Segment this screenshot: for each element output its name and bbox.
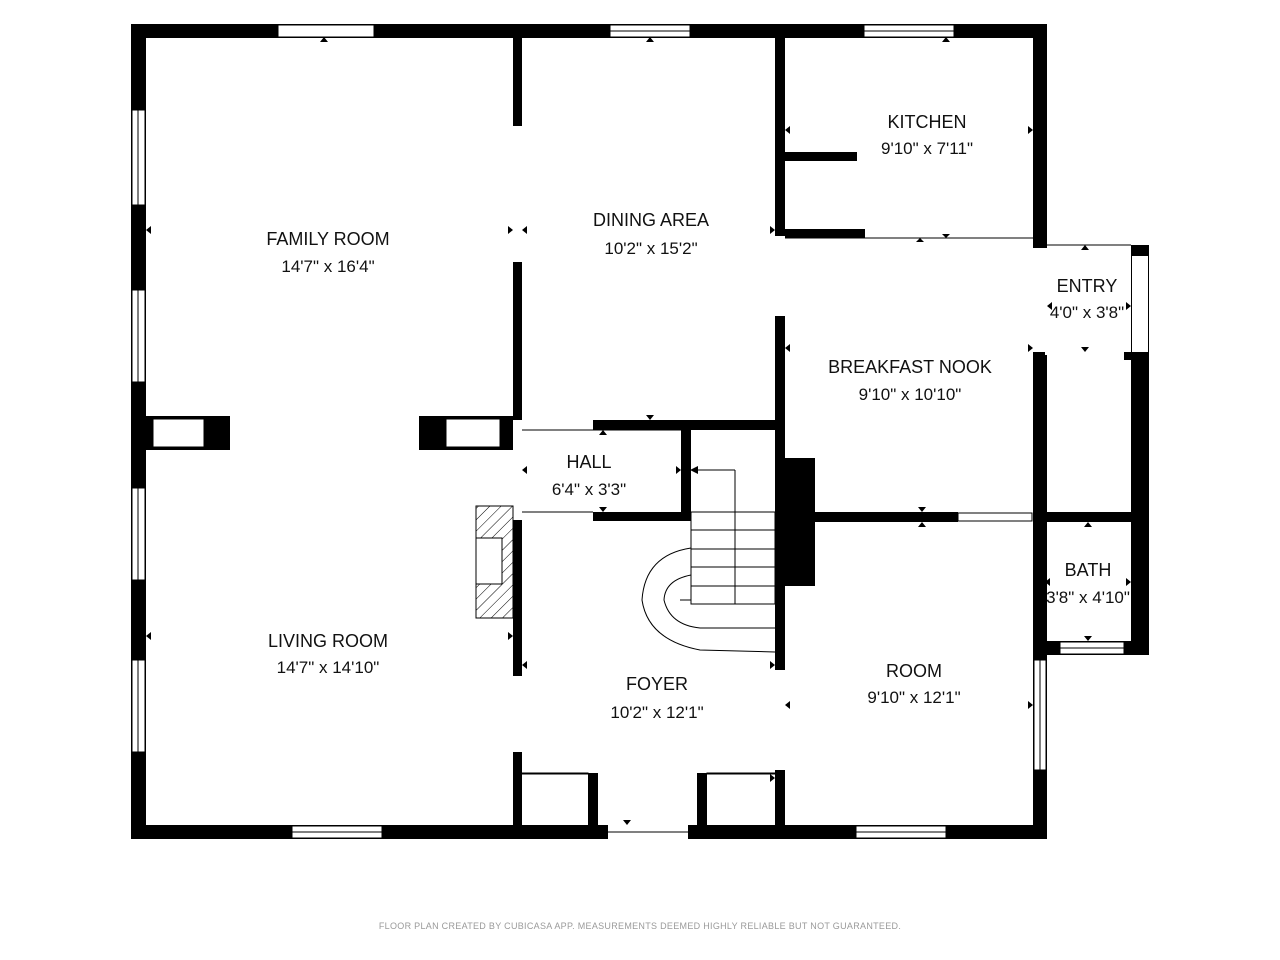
room-name: ENTRY: [1057, 276, 1118, 296]
room-name: DINING AREA: [593, 210, 709, 230]
room-bath: BATH 3'8" x 4'10": [1046, 560, 1130, 607]
room-entry: ENTRY 4'0" x 3'8": [1050, 276, 1124, 322]
room-breakfast-nook: BREAKFAST NOOK 9'10" x 10'10": [828, 357, 992, 404]
windows: [131, 24, 1148, 839]
room-living-room: LIVING ROOM 14'7" x 14'10": [268, 631, 388, 677]
room-dimensions: 14'7" x 16'4": [281, 257, 374, 276]
room-dimensions: 10'2" x 12'1": [610, 703, 703, 722]
room-dimensions: 6'4" x 3'3": [552, 480, 626, 499]
footer-disclaimer: FLOOR PLAN CREATED BY CUBICASA APP. MEAS…: [378, 921, 902, 931]
staircase: [641, 466, 776, 653]
room-name: HALL: [566, 452, 611, 472]
room-dimensions: 9'10" x 10'10": [859, 385, 962, 404]
room-dimensions: 9'10" x 12'1": [867, 688, 960, 707]
dimension-markers: [146, 37, 1131, 825]
room-foyer: FOYER 10'2" x 12'1": [610, 674, 703, 722]
room-name: LIVING ROOM: [268, 631, 388, 651]
room-name: ROOM: [886, 661, 942, 681]
room-dining-area: DINING AREA 10'2" x 15'2": [593, 210, 709, 258]
room-dimensions: 3'8" x 4'10": [1046, 588, 1130, 607]
room-name: BREAKFAST NOOK: [828, 357, 992, 377]
openings: [522, 237, 1131, 513]
room-dimensions: 10'2" x 15'2": [604, 239, 697, 258]
room-hall: HALL 6'4" x 3'3": [552, 452, 626, 499]
room-name: KITCHEN: [887, 112, 966, 132]
room-name: FAMILY ROOM: [266, 229, 389, 249]
room-family-room: FAMILY ROOM 14'7" x 16'4": [266, 229, 389, 276]
interior-walls: [146, 38, 1149, 833]
room-dimensions: 14'7" x 14'10": [277, 658, 380, 677]
room-room: ROOM 9'10" x 12'1": [867, 661, 960, 707]
room-name: BATH: [1065, 560, 1112, 580]
room-dimensions: 4'0" x 3'8": [1050, 303, 1124, 322]
fireplace: [475, 505, 514, 619]
room-kitchen: KITCHEN 9'10" x 7'11": [881, 112, 973, 158]
room-name: FOYER: [626, 674, 688, 694]
room-dimensions: 9'10" x 7'11": [881, 139, 973, 158]
